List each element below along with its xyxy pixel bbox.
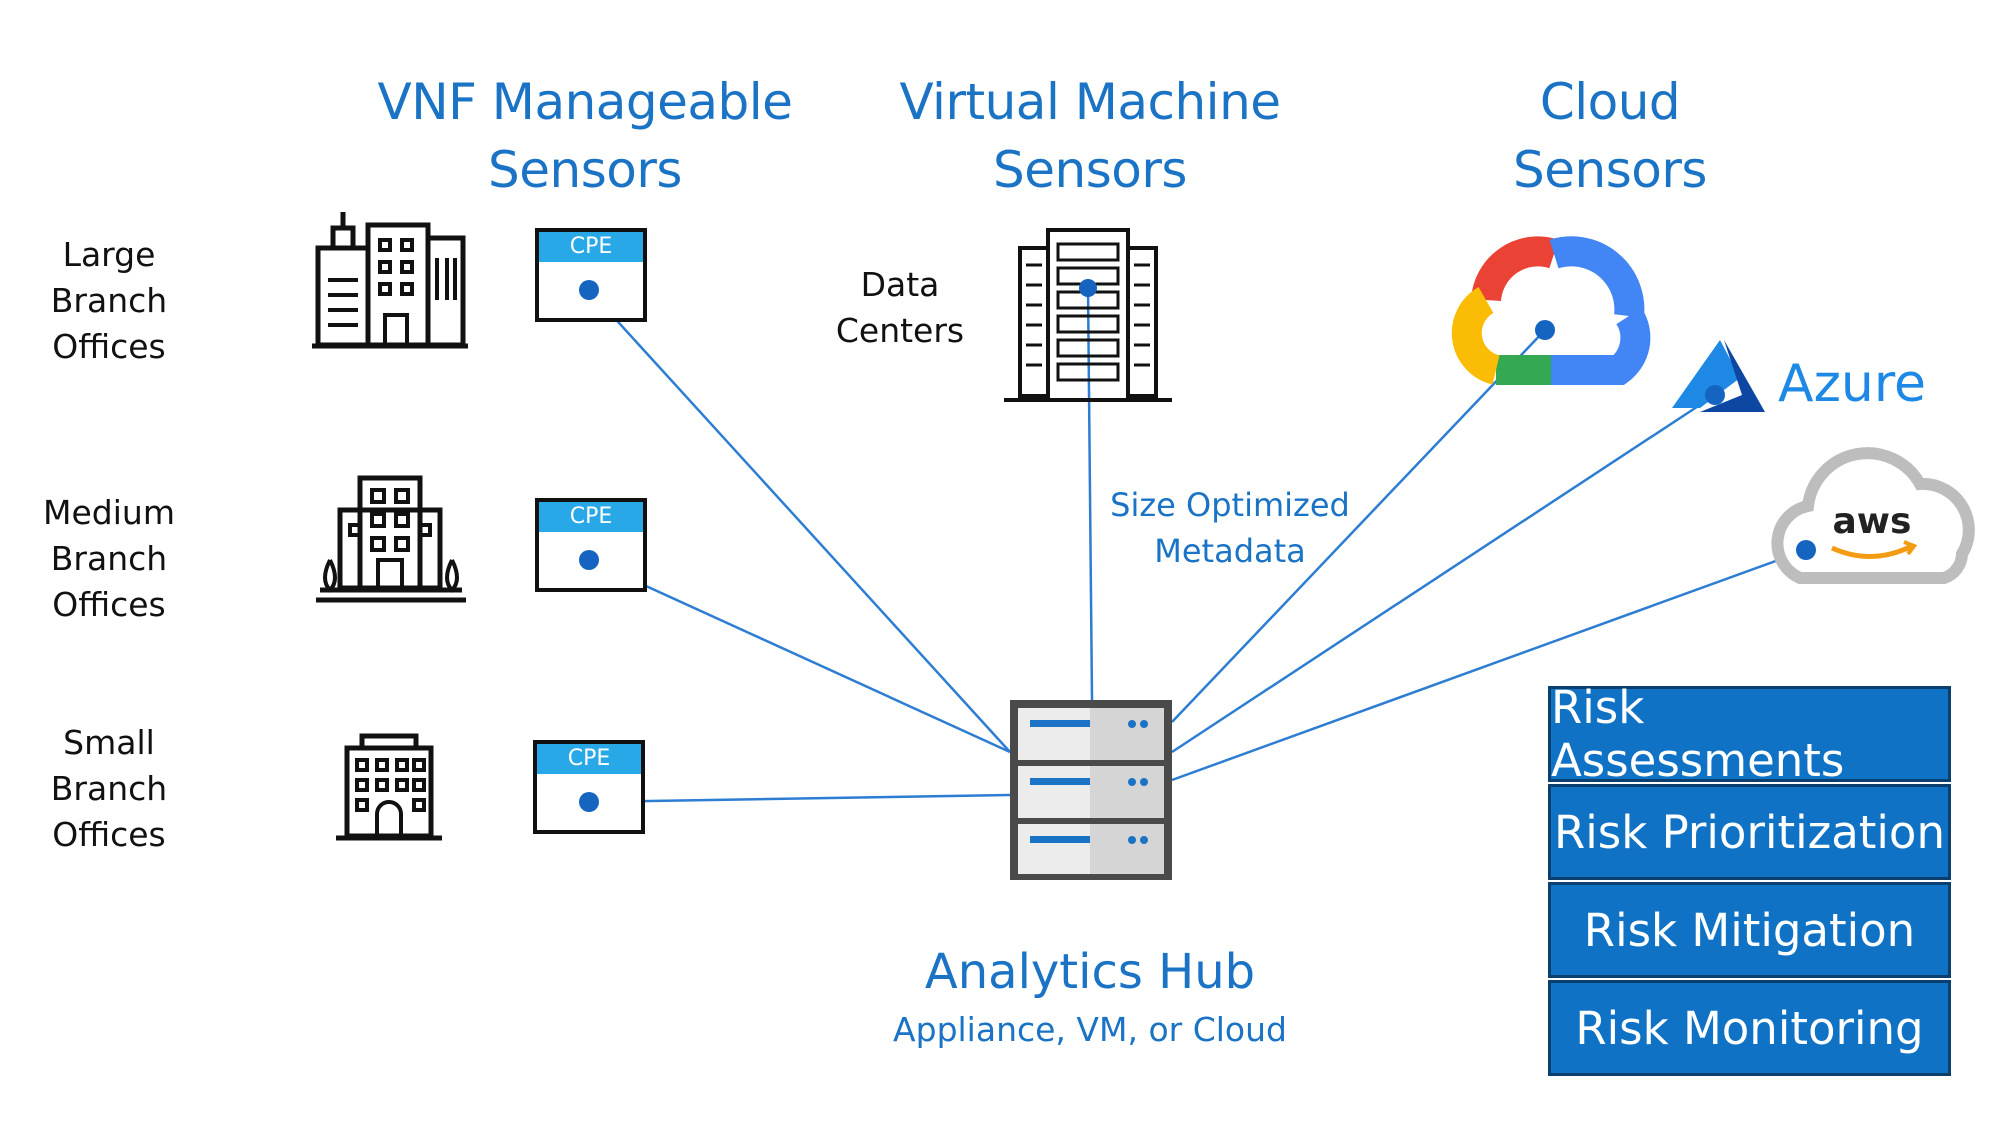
row-label-medium-3: Offices	[52, 585, 166, 624]
row-label-large-3: Offices	[52, 327, 166, 366]
hub-title: Analytics Hub	[924, 944, 1256, 1000]
cpe-label-large: CPE	[569, 234, 613, 259]
risk-box-monitoring: Risk Monitoring	[1548, 980, 1951, 1076]
cpe-label-small: CPE	[567, 746, 611, 771]
server-rack-icon	[1004, 228, 1172, 402]
link-annotation-1: Size Optimized	[1110, 486, 1350, 524]
link-google-cloud	[1171, 329, 1546, 723]
risk-box-assessments: Risk Assessments	[1548, 681, 1951, 787]
cpe-box-small	[533, 740, 645, 834]
datacenter-label: Data Centers	[820, 262, 980, 354]
hub-subtitle: Appliance, VM, or Cloud	[893, 1010, 1287, 1049]
row-label-small-1: Small	[63, 723, 155, 762]
aws-icon	[1771, 447, 1975, 584]
row-label-small: Small Branch Offices	[14, 720, 204, 858]
cpe-label-medium: CPE	[569, 504, 613, 529]
row-label-small-3: Offices	[52, 815, 166, 854]
row-label-medium: Medium Branch Offices	[14, 490, 204, 628]
header-vm-line2: Sensors	[993, 141, 1187, 199]
link-annotation-2: Metadata	[1154, 532, 1306, 570]
azure-icon	[1672, 340, 1765, 412]
azure-wordmark: Azure	[1778, 354, 1927, 414]
link-large-branch	[588, 289, 1011, 753]
row-label-large: Large Branch Offices	[14, 232, 204, 370]
google-cloud-icon	[1451, 236, 1651, 385]
row-label-medium-2: Branch	[50, 539, 168, 578]
row-label-large-1: Large	[62, 235, 156, 274]
row-label-medium-1: Medium	[43, 493, 175, 532]
header-cloud-line1: Cloud	[1539, 73, 1681, 131]
header-vm-sensors: Virtual Machine Sensors	[880, 68, 1300, 204]
large-building-icon	[312, 212, 468, 349]
datacenter-label-1: Data	[860, 265, 940, 304]
aws-wordmark: aws	[1832, 501, 1912, 542]
link-azure	[1171, 393, 1716, 754]
header-vnf-line1: VNF Manageable	[377, 73, 793, 131]
link-annotation: Size Optimized Metadata	[1090, 482, 1370, 574]
link-medium-branch	[588, 558, 1011, 754]
link-small-branch	[588, 793, 1011, 804]
connector-lines	[588, 287, 1807, 804]
cpe-box-medium	[535, 498, 647, 592]
medium-building-icon	[316, 475, 466, 603]
analytics-hub-server-icon	[1010, 700, 1172, 880]
row-label-large-2: Branch	[50, 281, 168, 320]
small-building-icon	[336, 733, 442, 841]
header-cloud-line2: Sensors	[1513, 141, 1707, 199]
header-vnf-sensors: VNF Manageable Sensors	[370, 68, 800, 204]
datacenter-label-2: Centers	[835, 311, 965, 350]
risk-box-mitigation: Risk Mitigation	[1548, 882, 1951, 978]
row-label-small-2: Branch	[50, 769, 168, 808]
header-cloud-sensors: Cloud Sensors	[1460, 68, 1760, 204]
header-vnf-line2: Sensors	[488, 141, 682, 199]
cpe-box-large	[535, 228, 647, 322]
header-vm-line1: Virtual Machine	[899, 73, 1281, 131]
link-aws	[1171, 548, 1807, 782]
risk-box-prioritization: Risk Prioritization	[1548, 784, 1951, 880]
